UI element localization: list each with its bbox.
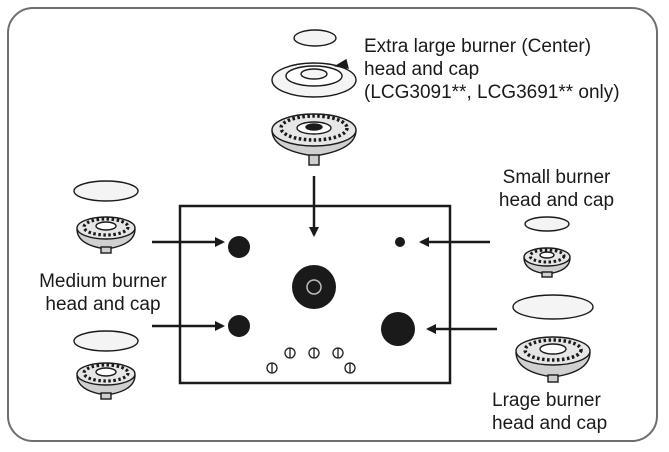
- burner-cap-icon: [73, 330, 139, 352]
- medium-burner-bottom-illustration: [73, 330, 139, 400]
- cooktop-burner-center: [292, 265, 336, 309]
- burner-cap-icon: [524, 216, 570, 232]
- burner-cap-icon: [73, 180, 139, 202]
- burner-cap-icon: [293, 29, 337, 47]
- label-small-burner: Small burner head and cap: [489, 166, 624, 212]
- label-line: Extra large burner (Center): [364, 36, 592, 57]
- label-extra-large-burner: Extra large burner (Center) head and cap…: [364, 35, 620, 104]
- label-large-burner: Lrage burner head and cap: [492, 389, 607, 435]
- cooktop-burner-medium-bottom: [228, 315, 250, 337]
- label-line: head and cap: [498, 190, 615, 211]
- extra-large-burner-illustration: [271, 29, 357, 166]
- label-line: Small burner: [502, 167, 611, 188]
- burner-base-icon: [515, 336, 591, 383]
- label-line: Medium burner: [39, 271, 167, 292]
- cooktop-burner-large: [381, 312, 415, 346]
- burner-base-icon: [523, 247, 571, 278]
- burner-base-icon: [271, 113, 357, 166]
- knob-icon: [344, 362, 356, 374]
- burner-base-icon: [76, 362, 136, 400]
- burner-cap-icon: [512, 294, 594, 320]
- cooktop-burner-medium-top: [228, 236, 250, 258]
- label-medium-burner: Medium burner head and cap: [28, 270, 178, 316]
- medium-burner-top-illustration: [73, 180, 139, 254]
- burner-head-icon: [271, 58, 357, 98]
- cooktop-burner-small: [395, 237, 405, 247]
- label-line: head and cap: [364, 59, 480, 80]
- large-burner-illustration: [512, 294, 594, 383]
- label-line: head and cap: [492, 413, 608, 434]
- control-knobs: [266, 347, 356, 374]
- label-line: (LCG3091**, LCG3691** only): [364, 82, 620, 103]
- small-burner-illustration: [523, 216, 571, 278]
- burner-base-icon: [76, 216, 136, 254]
- knob-icon: [332, 347, 344, 359]
- label-line: Lrage burner: [492, 390, 601, 411]
- label-line: head and cap: [45, 294, 161, 315]
- knob-icon: [284, 347, 296, 359]
- knob-icon: [308, 347, 320, 359]
- knob-icon: [266, 362, 278, 374]
